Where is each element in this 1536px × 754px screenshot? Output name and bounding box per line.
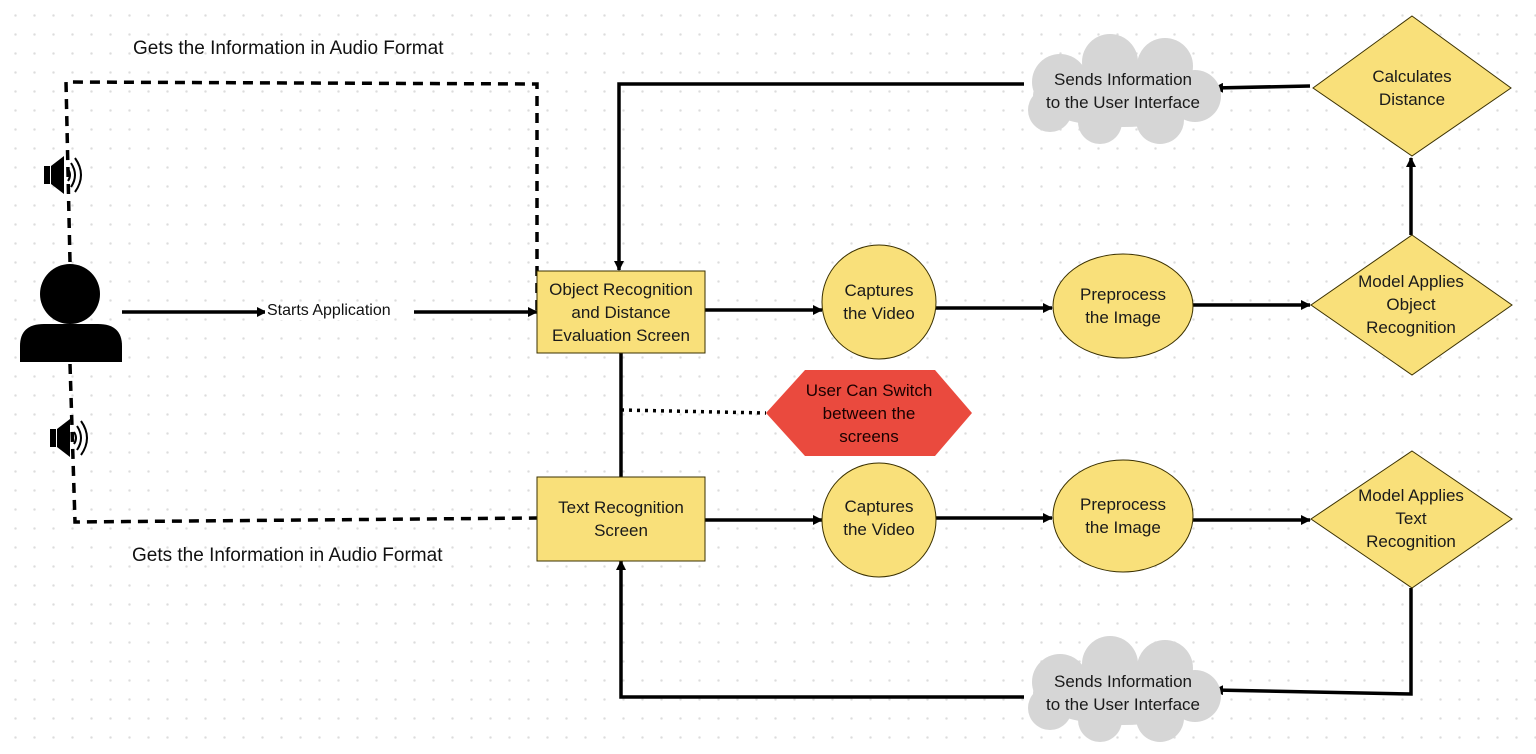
speaker-icon bbox=[44, 156, 82, 194]
audio-link-top bbox=[64, 80, 539, 312]
preprocess-top-ellipse bbox=[1052, 253, 1194, 359]
top-audio-note: Gets the Information in Audio Format bbox=[133, 38, 444, 59]
arrow-distance-to-send bbox=[1213, 82, 1311, 93]
arrow-send-to-object-screen bbox=[614, 82, 1024, 271]
send-info-bottom-cloud bbox=[1028, 636, 1221, 742]
switch-screens-label: User Can Switch between the screens bbox=[805, 380, 933, 446]
speaker-icon bbox=[50, 419, 88, 457]
bottom-audio-note: Gets the Information in Audio Format bbox=[132, 545, 443, 566]
calculates-distance-label: Calculates Distance bbox=[1372, 67, 1452, 109]
capture-video-top-label: Captures the Video bbox=[843, 281, 915, 323]
capture-video-top-circle bbox=[821, 244, 937, 360]
starts-application-label: Starts Application bbox=[265, 302, 393, 320]
send-info-top-label: Sends Information to the User Interface bbox=[1045, 70, 1201, 112]
preprocess-bottom-ellipse bbox=[1052, 459, 1194, 573]
text-recognition-screen[interactable]: Text Recognition Screen bbox=[558, 498, 684, 540]
preprocess-bottom-label: Preprocess the Image bbox=[1080, 495, 1166, 537]
capture-video-bottom-label: Captures the Video bbox=[843, 497, 915, 539]
audio-link-bottom bbox=[68, 363, 538, 524]
send-info-bottom-label: Sends Information to the User Interface bbox=[1045, 672, 1201, 714]
model-text-recognition-label: Model Applies Text Recognition bbox=[1358, 485, 1464, 551]
capture-video-bottom-circle bbox=[821, 462, 937, 578]
arrow-model-to-send-bottom bbox=[1213, 588, 1413, 696]
calculates-distance-diamond bbox=[1312, 15, 1512, 157]
switch-dotted-link bbox=[620, 408, 767, 415]
send-info-top-cloud bbox=[1028, 34, 1221, 144]
user-icon bbox=[20, 264, 122, 362]
model-object-recognition-label: Model Applies Object Recognition bbox=[1358, 271, 1464, 337]
object-recognition-screen[interactable]: Object Recognition and Distance Evaluati… bbox=[549, 279, 693, 345]
object-recognition-screen-box bbox=[536, 270, 706, 354]
text-recognition-screen-box bbox=[536, 476, 706, 562]
preprocess-top-label: Preprocess the Image bbox=[1080, 285, 1166, 327]
arrow-send-to-text-screen bbox=[616, 560, 1024, 699]
model-object-recognition-diamond bbox=[1310, 234, 1513, 376]
switch-screens-hexagon bbox=[766, 370, 972, 456]
model-text-recognition-diamond bbox=[1310, 450, 1513, 589]
